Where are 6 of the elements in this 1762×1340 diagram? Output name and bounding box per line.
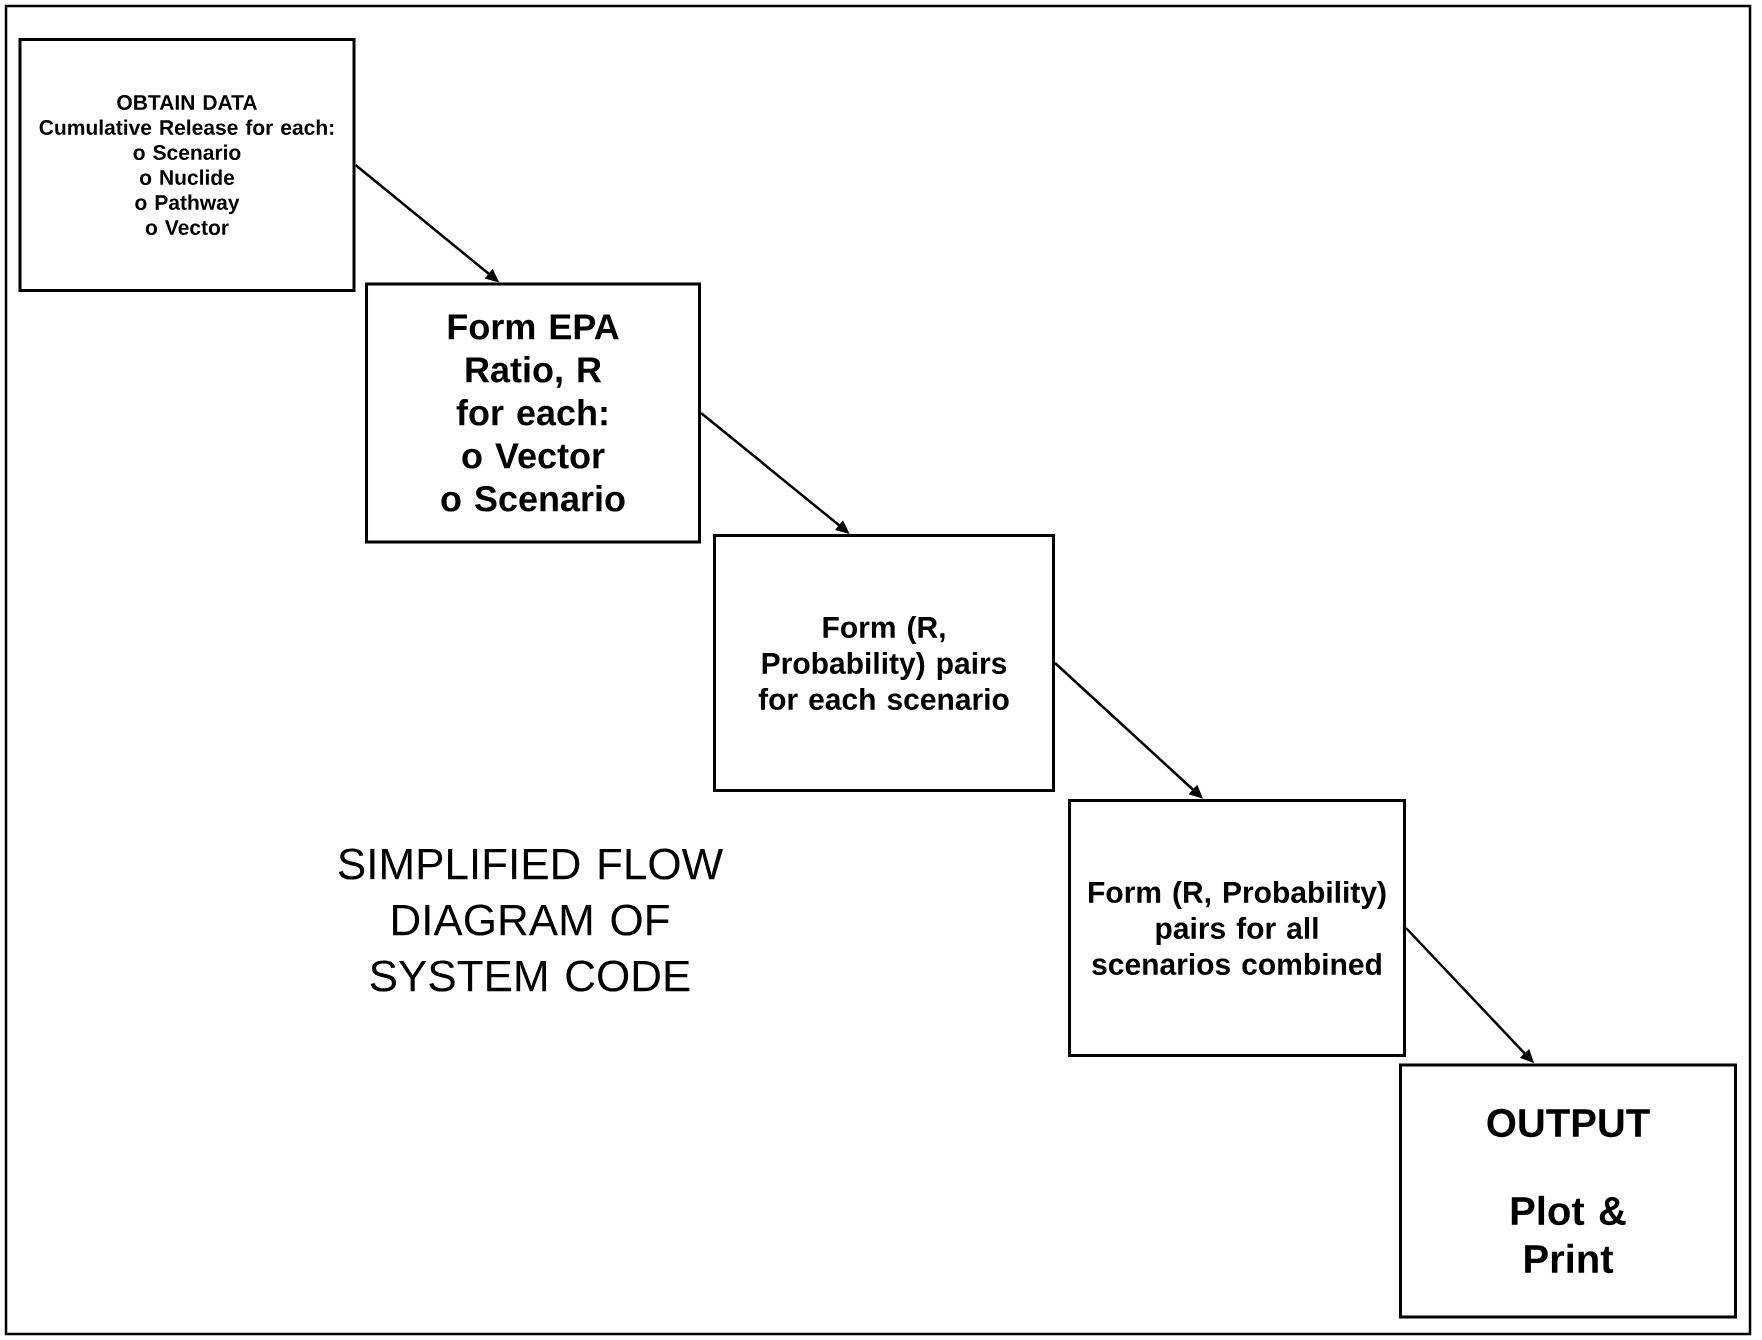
process-box: OBTAIN DATA Cumulative Release for each: o Scenario o Nuclide o Pathway o Vector xyxy=(18,38,356,292)
diagram-title: SIMPLIFIED FLOW DIAGRAM OF SYSTEM CODE xyxy=(338,848,723,992)
process-box: Form EPA Ratio, R for each: o Vector o Scenario xyxy=(365,282,701,544)
process-box: Form (R, Probability) pairs for all scenarios combined xyxy=(1068,799,1406,1057)
process-box: Form (R, Probability) pairs for each scenario xyxy=(713,534,1055,792)
process-box: OUTPUT Plot & Print xyxy=(1399,1063,1737,1319)
